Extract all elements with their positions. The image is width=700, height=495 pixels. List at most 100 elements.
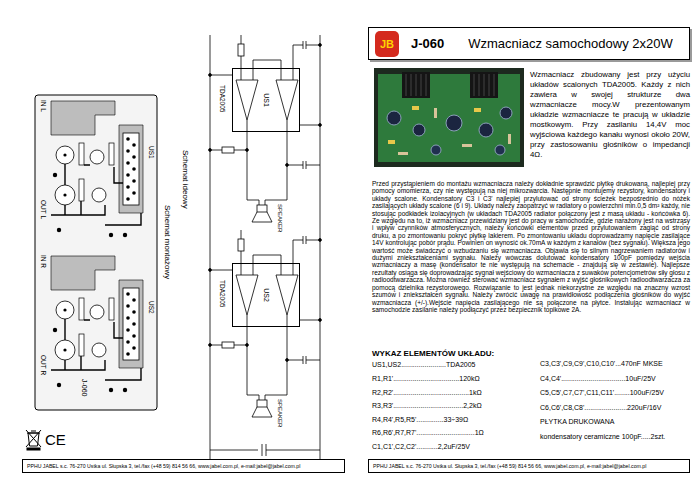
- schematic-drawing: [210, 444, 320, 456]
- parts-list-row: R6,R6',R7,R7'...........................…: [372, 429, 484, 437]
- weee-bin-symbol: [26, 430, 41, 450]
- section-heading: WYKAZ ELEMENTÓW UKŁADU:: [372, 349, 494, 358]
- footer-box: PPHU JABEL s.c. 76-270 Ustka ul. Słupska…: [22, 459, 345, 473]
- label-anchor: IN R: [39, 255, 47, 268]
- label-anchor: C3,C3',C9,C9',C10,C10'...470nF MKSE: [540, 360, 663, 368]
- connector-label: OUT R: [39, 355, 47, 375]
- label-anchor: R1,R1'..................................…: [372, 375, 480, 383]
- pcb-layout: [51, 101, 143, 237]
- parts-list-row: PŁYTKA DRUKOWANA: [540, 418, 614, 426]
- label-anchor: OUT L: [39, 200, 47, 219]
- part-designator: US1: [147, 146, 155, 159]
- schematic-drawing: [209, 35, 322, 222]
- label-anchor: C6,C6',C8,C8'......................220uF…: [540, 404, 661, 412]
- label-anchor: Przed przystąpieniem do montażu wzmacnia…: [372, 180, 690, 313]
- parts-list-row: R3,R3'..................................…: [372, 402, 482, 410]
- product-photo: [479, 123, 493, 137]
- parts-list-row: R2,R2'..................................…: [372, 389, 482, 397]
- product-photo: [500, 107, 512, 119]
- component-label: SPEAKER: [276, 204, 283, 232]
- label-anchor: PŁYTKA DRUKOWANA: [540, 418, 614, 426]
- parts-list-row: C1,C1',C2,C2'...........2,2uF/25V: [372, 443, 470, 451]
- product-photo: [446, 115, 462, 131]
- parts-list-row: C3,C3',C9,C9',C10,C10'...470nF MKSE: [540, 360, 663, 368]
- label-anchor: OUT R: [39, 355, 47, 375]
- product-photo: [431, 145, 441, 155]
- weee-bin-symbol: [26, 430, 41, 447]
- label-anchor: SPEAKER: [276, 204, 283, 232]
- parts-list-row: R4,R4',R5,R5'..............33÷39Ω: [372, 416, 468, 424]
- product-photo: [412, 106, 419, 110]
- label-anchor: TDA2005: [218, 280, 226, 307]
- product-photo: [378, 74, 520, 162]
- pcb-layout: [35, 95, 157, 410]
- footer-box: PPHU JABEL s.c. 76-270 Ustka ul. Słupska…: [368, 459, 690, 473]
- parts-list-row: kondensatory ceramiczne 100pF.....2szt.: [540, 433, 665, 441]
- product-photo: [434, 108, 437, 118]
- label-anchor: SPEAKER: [276, 399, 283, 427]
- label-anchor: Schemat montażowy: [163, 205, 172, 279]
- header-box: J-060 Wzmacniacz samochodowy 2x20W JB: [368, 27, 690, 60]
- connector-label: OUT L: [39, 200, 47, 219]
- product-photo: [387, 111, 401, 125]
- footer-text: PPHU JABEL s.c. 76-270 Ustka ul. Słupska…: [373, 460, 646, 472]
- label-anchor: R6,R6',R7,R7'...........................…: [372, 429, 484, 437]
- parts-list-row: C5,C5',C7,C7',C11,C11'........100uF/25V: [540, 389, 664, 397]
- label-anchor: R3,R3'..................................…: [372, 402, 482, 410]
- page-title: Wzmacniacz samochodowy 2x20W: [468, 36, 672, 52]
- product-photo: [413, 124, 425, 136]
- weee-bin-symbol: [27, 448, 40, 450]
- parts-list-row: C4,C4'.................................1…: [540, 375, 656, 383]
- label-anchor: US1,US2.......................TDA2005: [372, 361, 475, 369]
- label-anchor: R2,R2'..................................…: [372, 389, 482, 397]
- intro-paragraph: Wzmacniacz zbudowany jest przy użyciu uk…: [530, 70, 690, 160]
- product-photo: [374, 68, 524, 167]
- logo-badge: JB: [375, 31, 399, 57]
- footer-text: PPHU JABEL s.c. 76-270 Ustka ul. Słupska…: [27, 460, 300, 472]
- product-photo: [398, 152, 408, 155]
- schematic-drawing: [209, 230, 322, 417]
- label-anchor: WYKAZ ELEMENTÓW UKŁADU:: [372, 349, 494, 358]
- board-marking: J-060: [80, 379, 88, 397]
- label-anchor: R4,R4',R5,R5'..............33÷39Ω: [372, 416, 468, 424]
- component-label: SPEAKER: [276, 399, 283, 427]
- ce-mark: CE: [45, 431, 66, 448]
- label-anchor: US1: [147, 146, 155, 159]
- pcb-layout: [51, 256, 143, 392]
- drawing-caption: Schemat ideowy: [181, 150, 190, 209]
- product-photo: [406, 74, 494, 96]
- label-anchor: IN L: [39, 100, 47, 112]
- ic-box: US1: [232, 68, 300, 132]
- product-photo: [474, 108, 481, 112]
- drawing-caption: Schemat montażowy: [163, 205, 172, 279]
- ic-box: US2: [232, 263, 300, 327]
- label-anchor: Wzmacniacz zbudowany jest przy użyciu uk…: [530, 70, 690, 160]
- weee-bin-symbol: [27, 431, 40, 446]
- label-anchor: Schemat ideowy: [181, 150, 190, 209]
- label-anchor: kondensatory ceramiczne 100pF.....2szt.: [540, 433, 665, 441]
- part-designator: US1: [262, 93, 270, 107]
- parts-list-row: R1,R1'..................................…: [372, 375, 480, 383]
- label-anchor: J-060: [80, 379, 88, 397]
- connector-label: IN R: [39, 255, 47, 268]
- label-anchor: US2: [147, 301, 155, 314]
- schematic-drawing: [209, 35, 322, 470]
- label-anchor: C1,C1',C2,C2'...........2,2uF/25V: [372, 443, 470, 451]
- pcb-layout: [35, 95, 157, 410]
- label-anchor: C4,C4'.................................1…: [540, 375, 656, 383]
- kit-code: J-060: [411, 36, 444, 52]
- product-photo: [388, 140, 395, 144]
- parts-list-row: C6,C6',C8,C8'......................220uF…: [540, 404, 661, 412]
- product-photo: [508, 134, 511, 144]
- logo-text: JB: [380, 38, 394, 50]
- product-photo: [495, 145, 505, 155]
- product-photo: [374, 68, 524, 167]
- part-value: TDA2005: [218, 85, 226, 112]
- product-photo: [462, 144, 472, 147]
- connector-label: IN L: [39, 100, 47, 112]
- parts-list-row: US1,US2.......................TDA2005: [372, 361, 475, 369]
- label-anchor: TDA2005: [218, 85, 226, 112]
- part-designator: US2: [147, 301, 155, 314]
- part-value: TDA2005: [218, 280, 226, 307]
